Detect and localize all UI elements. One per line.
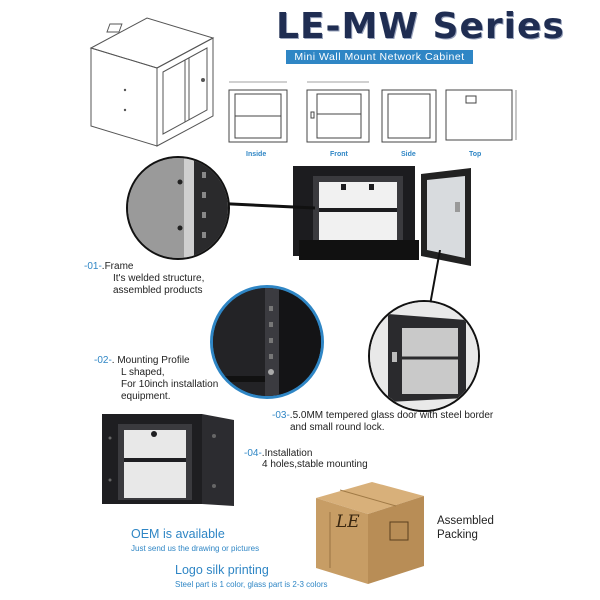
feature-04-number: -04-: [244, 448, 262, 459]
packing-label-line-2: Packing: [437, 529, 478, 541]
logo-title: Logo silk printing: [175, 563, 269, 577]
feature-02-number: -02-: [94, 355, 112, 366]
box-logo: LE: [336, 512, 360, 532]
series-subtitle: Mini Wall Mount Network Cabinet: [286, 50, 473, 64]
glass-door-circle: [368, 300, 480, 412]
feature-01-line-2: assembled products: [113, 285, 203, 296]
feature-03-number: -03-: [272, 410, 290, 421]
cabinet-photo-main: [293, 166, 471, 266]
packing-box: [316, 482, 424, 584]
drawing-top: [445, 89, 517, 141]
logo-subtitle: Steel part is 1 color, glass part is 2-3…: [175, 580, 328, 589]
drawing-label-side: Side: [401, 151, 416, 158]
drawing-label-front: Front: [330, 151, 348, 158]
feature-02-line-1: L shaped,: [121, 367, 165, 378]
feature-04: -04-.Installation: [244, 448, 312, 460]
packing-label-line-1: Assembled: [437, 515, 494, 527]
oem-title: OEM is available: [131, 527, 225, 541]
drawing-front: [306, 81, 370, 143]
feature-01-number: -01-: [84, 261, 102, 272]
feature-04-title: .Installation: [261, 448, 313, 459]
mounting-profile-circle: [210, 285, 324, 399]
isometric-drawing: [89, 17, 215, 147]
feature-01-line-1: It's welded structure,: [113, 273, 205, 284]
frame-detail-circle: [126, 156, 230, 260]
feature-03-line-1: and small round lock.: [290, 422, 385, 433]
drawing-side: [381, 89, 437, 143]
feature-04-line-1: 4 holes,stable mounting: [262, 459, 368, 470]
feature-02-line-3: equipment.: [121, 391, 171, 402]
feature-01-title: .Frame: [101, 261, 134, 272]
feature-03: -03-.5.0MM tempered glass door with stee…: [272, 410, 493, 422]
feature-01: -01-.Frame: [84, 261, 133, 273]
feature-02: -02-. Mounting Profile: [94, 355, 190, 367]
oem-subtitle: Just send us the drawing or pictures: [131, 544, 260, 553]
cabinet-photo-installation: [102, 414, 234, 506]
series-title: LE-MW Series: [276, 6, 565, 47]
door-leader-line: [429, 250, 441, 306]
drawing-label-inside: Inside: [246, 151, 267, 158]
feature-02-line-2: For 10inch installation: [121, 379, 219, 390]
drawing-label-top: Top: [469, 151, 482, 158]
drawing-inside: [228, 81, 288, 143]
feature-02-title: . Mounting Profile: [111, 355, 190, 366]
feature-03-title: .5.0MM tempered glass door with steel bo…: [289, 410, 494, 421]
